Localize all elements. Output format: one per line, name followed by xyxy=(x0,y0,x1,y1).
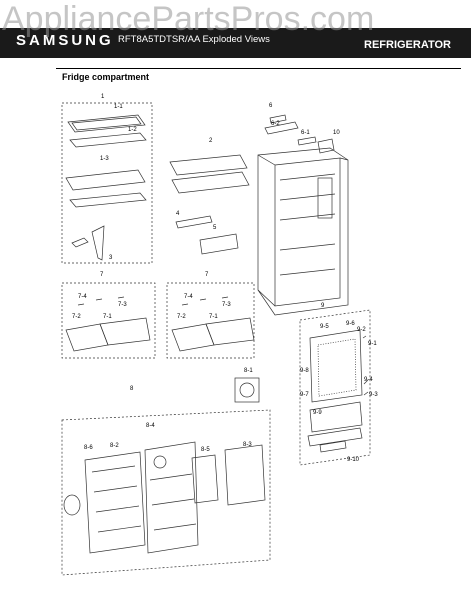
label-7-2-right: 7-2 xyxy=(177,314,186,320)
header-divider xyxy=(56,68,461,69)
shelf-1-3-frame xyxy=(65,169,146,191)
shelf-1-2 xyxy=(69,132,147,148)
label-8: 8 xyxy=(130,386,134,392)
label-6: 6 xyxy=(269,103,273,109)
drawer-right-screws xyxy=(181,296,229,306)
category-title: REFRIGERATOR xyxy=(364,39,451,51)
model-title: RFT8A5TDTSR/AA Exploded Views xyxy=(118,34,270,45)
door-panel xyxy=(309,329,363,403)
bin-middle-dividers xyxy=(149,473,197,531)
label-7-1-left: 7-1 xyxy=(103,314,112,320)
label-9-4: 9-4 xyxy=(364,377,373,383)
shelf-2-glass xyxy=(171,171,250,194)
label-9: 9 xyxy=(321,303,325,309)
cabinet-rails xyxy=(279,173,336,276)
label-9-2: 9-2 xyxy=(357,327,366,333)
part-6-2 xyxy=(264,121,299,135)
bin-middle-dial-icon xyxy=(153,455,167,469)
label-7-3-right: 7-3 xyxy=(222,302,231,308)
part-8-5 xyxy=(191,454,219,504)
shelf-2-frame xyxy=(169,154,248,176)
label-7-2-left: 7-2 xyxy=(72,314,81,320)
bracket-3 xyxy=(71,237,89,248)
shelf-1-3-glass xyxy=(69,192,147,208)
group-box-shelves xyxy=(61,102,153,264)
label-3: 3 xyxy=(109,255,113,261)
bin-left xyxy=(84,451,146,554)
group-box-drawer-left xyxy=(61,282,156,359)
part-10 xyxy=(317,138,335,154)
label-10: 10 xyxy=(333,130,340,136)
label-8-2: 8-2 xyxy=(110,443,119,449)
label-9-8: 9-8 xyxy=(300,368,309,374)
label-2: 2 xyxy=(209,138,213,144)
bracket-3-arm xyxy=(91,225,105,261)
door-cover xyxy=(319,440,347,453)
label-7-1-right: 7-1 xyxy=(209,314,218,320)
label-7-4-right: 7-4 xyxy=(184,294,193,300)
section-title: Fridge compartment xyxy=(62,72,150,82)
label-7-left: 7 xyxy=(100,272,104,278)
group-box-door xyxy=(299,309,371,466)
label-9-5: 9-5 xyxy=(320,324,329,330)
label-9-1: 9-1 xyxy=(368,341,377,347)
part-4 xyxy=(175,215,213,229)
watermark: AppliancePartsPros.com xyxy=(2,0,375,38)
drawer-left-7-1 xyxy=(99,317,151,346)
label-1-2: 1-2 xyxy=(128,127,137,133)
label-5: 5 xyxy=(213,225,217,231)
shelf-1-frame xyxy=(67,114,146,133)
label-8-6: 8-6 xyxy=(84,445,93,451)
door-hinges xyxy=(362,335,369,396)
label-1: 1 xyxy=(101,94,105,100)
door-part-9-9 xyxy=(309,401,363,433)
label-8-3: 8-3 xyxy=(243,442,252,448)
cabinet-outline xyxy=(257,147,349,316)
part-5 xyxy=(199,233,239,255)
shelf-1-glass xyxy=(71,116,142,131)
group-box-drawer-right xyxy=(166,282,255,359)
label-6-2: 6-2 xyxy=(271,121,280,127)
label-6-1: 6-1 xyxy=(301,130,310,136)
cabinet-control xyxy=(317,177,333,219)
part-8-1-fan-icon xyxy=(239,382,255,398)
gasket-ring xyxy=(63,494,81,516)
door-part-9-10 xyxy=(307,427,363,447)
part-6-1 xyxy=(297,136,317,146)
label-7-4-left: 7-4 xyxy=(78,294,87,300)
label-8-4: 8-4 xyxy=(146,423,155,429)
label-8-5: 8-5 xyxy=(201,447,210,453)
label-1-1: 1-1 xyxy=(114,104,123,110)
label-9-6: 9-6 xyxy=(346,321,355,327)
label-8-1: 8-1 xyxy=(244,368,253,374)
bin-left-dividers xyxy=(91,465,142,533)
cabinet-edges xyxy=(257,154,349,307)
bin-middle xyxy=(144,441,199,554)
label-9-7: 9-7 xyxy=(300,392,309,398)
label-9-10: 9-10 xyxy=(347,457,360,463)
label-9-9: 9-9 xyxy=(313,410,322,416)
part-8-3 xyxy=(224,444,266,506)
header-bar: SAMSUNG RFT8A5TDTSR/AA Exploded Views RE… xyxy=(0,28,471,58)
label-7-3-left: 7-3 xyxy=(118,302,127,308)
part-8-1-housing xyxy=(234,377,260,403)
drawer-right-7-1 xyxy=(205,317,255,346)
label-9-3: 9-3 xyxy=(369,392,378,398)
door-panel-grid xyxy=(317,338,357,397)
part-6 xyxy=(269,114,287,124)
drawer-left-screws xyxy=(77,296,125,306)
brand-logo-text: SAMSUNG xyxy=(16,32,114,49)
label-1-3: 1-3 xyxy=(100,156,109,162)
label-4: 4 xyxy=(176,211,180,217)
label-7-right: 7 xyxy=(205,272,209,278)
cabinet-inner xyxy=(274,157,341,307)
